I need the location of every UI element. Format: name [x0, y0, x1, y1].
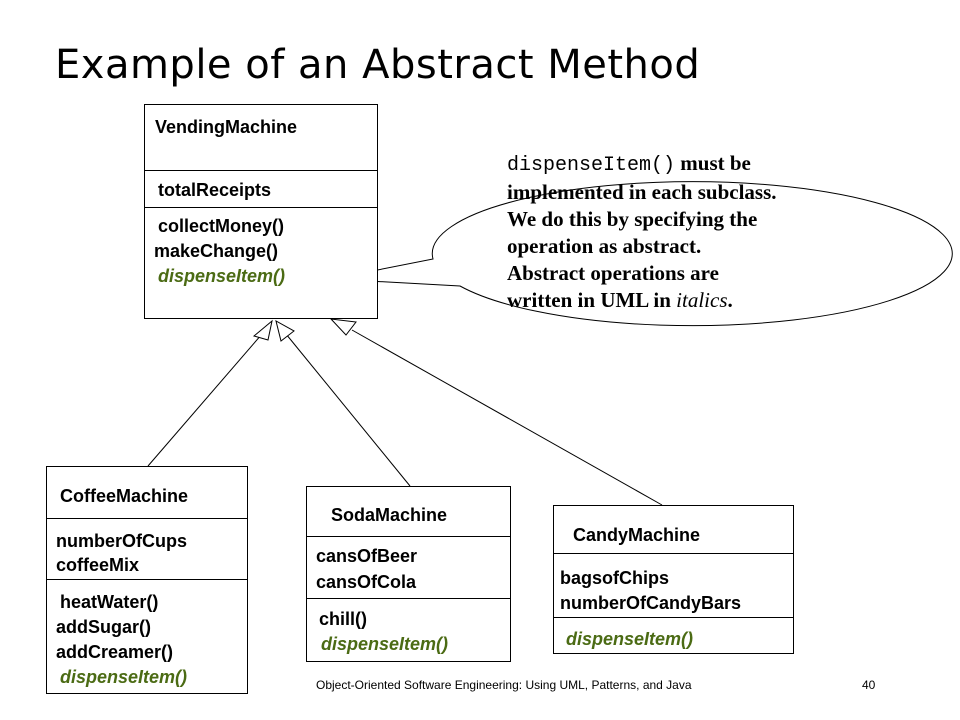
- callout-note: dispenseItem() must be implemented in ea…: [507, 150, 947, 314]
- inherit-arrow-candy: [329, 318, 357, 336]
- inherit-arrow-soda: [275, 320, 295, 342]
- operation: chill(): [319, 609, 367, 629]
- operation: addCreamer(): [56, 642, 174, 662]
- operation-compartment: collectMoney() makeChange() dispenseItem…: [145, 208, 377, 318]
- attribute: cansOfCola: [316, 572, 417, 592]
- attribute: numberOfCandyBars: [560, 593, 742, 613]
- attribute-compartment: numberOfCups coffeeMix: [47, 519, 247, 580]
- class-name-compartment: CandyMachine: [554, 506, 793, 554]
- inherit-line-soda: [285, 333, 411, 487]
- class-name-compartment: SodaMachine: [307, 487, 510, 537]
- class-name: CoffeeMachine: [60, 486, 189, 506]
- note-line-3: We do this by specifying the: [507, 207, 758, 231]
- attribute: coffeeMix: [56, 555, 140, 575]
- abstract-operation: dispenseItem(): [158, 266, 286, 286]
- note-text: .: [727, 288, 733, 312]
- footer-text: Object-Oriented Software Engineering: Us…: [316, 678, 692, 692]
- note-line-2: implemented in each subclass.: [507, 180, 777, 204]
- abstract-operation: dispenseItem(): [60, 667, 188, 687]
- class-name: SodaMachine: [331, 505, 448, 525]
- class-name-compartment: VendingMachine: [145, 105, 377, 171]
- inherit-line-candy: [351, 329, 663, 506]
- inherit-arrow-coffee: [252, 319, 273, 341]
- attribute-compartment: cansOfBeer cansOfCola: [307, 537, 510, 599]
- class-sodamachine: SodaMachine cansOfBeer cansOfCola chill(…: [306, 486, 511, 662]
- slide-title: Example of an Abstract Method: [55, 42, 701, 88]
- attribute-compartment: bagsofChips numberOfCandyBars: [554, 554, 793, 618]
- operation-compartment: heatWater() addSugar() addCreamer() disp…: [47, 580, 247, 693]
- note-italic-word: italics: [676, 288, 728, 312]
- abstract-operation: dispenseItem(): [566, 629, 694, 649]
- operation: makeChange(): [154, 241, 279, 261]
- operation: heatWater(): [60, 592, 159, 612]
- operation-compartment: dispenseItem(): [554, 618, 793, 653]
- note-line-5: Abstract operations are: [507, 261, 719, 285]
- attribute: numberOfCups: [56, 531, 188, 551]
- class-name: CandyMachine: [573, 525, 701, 545]
- note-line-4: operation as abstract.: [507, 234, 702, 258]
- class-name: VendingMachine: [155, 117, 298, 137]
- note-line-6: written in UML in italics.: [507, 287, 947, 314]
- note-text: written in UML in: [507, 288, 677, 312]
- note-code: dispenseItem(): [507, 154, 676, 177]
- class-name-compartment: CoffeeMachine: [47, 467, 247, 519]
- note-line-1: dispenseItem() must be: [507, 150, 947, 179]
- class-coffeemachine: CoffeeMachine numberOfCups coffeeMix hea…: [46, 466, 248, 694]
- abstract-operation: dispenseItem(): [321, 634, 449, 654]
- attribute: cansOfBeer: [316, 546, 418, 566]
- operation-compartment: chill() dispenseItem(): [307, 599, 510, 661]
- note-bubble: [331, 181, 953, 327]
- operation: addSugar(): [56, 617, 152, 637]
- note-text: must be: [675, 151, 751, 175]
- attribute-compartment: totalReceipts: [145, 171, 377, 208]
- inherit-line-coffee: [147, 333, 263, 467]
- attribute: bagsofChips: [560, 568, 670, 588]
- attribute: totalReceipts: [158, 180, 272, 200]
- page-number: 40: [862, 678, 876, 692]
- class-vendingmachine: VendingMachine totalReceipts collectMone…: [144, 104, 378, 319]
- class-candymachine: CandyMachine bagsofChips numberOfCandyBa…: [553, 505, 794, 654]
- operation: collectMoney(): [158, 216, 285, 236]
